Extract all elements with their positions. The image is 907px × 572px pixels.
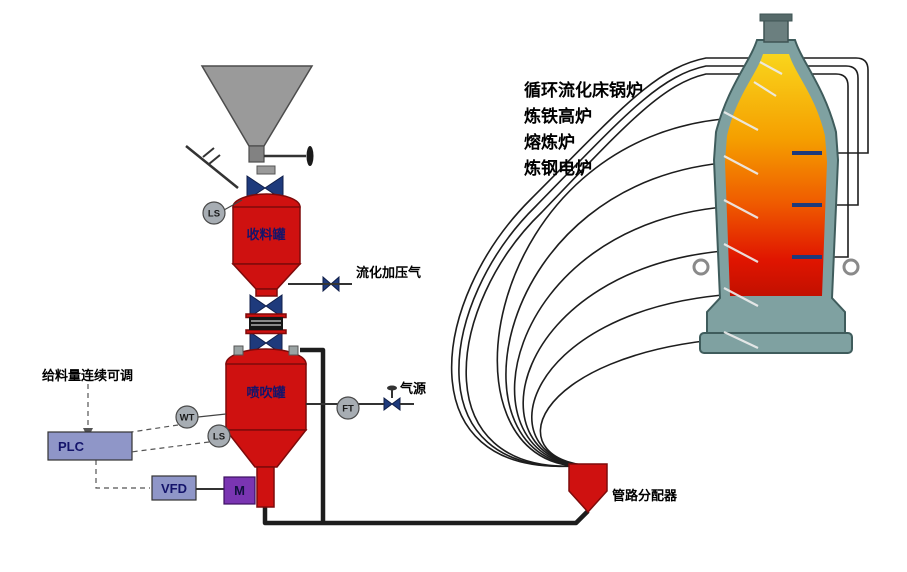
- furnace-chimney-cap: [759, 13, 793, 22]
- distribution-pipe: [458, 65, 859, 467]
- receiving-tank-outlet: [255, 288, 278, 297]
- distribution-pipe: [450, 57, 869, 467]
- expansion-joint-body: [249, 317, 283, 330]
- weight-transmitter-label: WT: [180, 413, 195, 424]
- distribution-pipes: [450, 57, 869, 467]
- plc-box: [47, 431, 133, 461]
- plc-label: PLC: [58, 439, 85, 454]
- trunnion-right-icon: [842, 258, 860, 276]
- injection-lance: [723, 243, 759, 263]
- butterfly-valves: [246, 165, 401, 411]
- control-system: PLC VFD M: [47, 384, 256, 505]
- tank-top-pipe: [300, 347, 326, 523]
- receiving-tank: [231, 193, 302, 335]
- feed-hopper: [185, 65, 314, 189]
- distribution-pipe: [465, 73, 849, 467]
- gas-valve-handle-icon: [387, 385, 397, 391]
- expansion-joint: [249, 317, 283, 330]
- tuyere-bar: [792, 151, 822, 155]
- receiving-tank-label: 收料罐: [246, 227, 285, 242]
- application-item: 循环流化床锅炉: [524, 80, 643, 100]
- conveying-pipes: [262, 347, 590, 526]
- motor-label: M: [234, 483, 245, 498]
- dome-nozzle: [233, 345, 244, 356]
- tuyere-bars: [792, 151, 822, 259]
- lower-valve-icon: [265, 331, 283, 355]
- flow-transmitter: [336, 396, 360, 420]
- distribution-pipe: [496, 117, 737, 467]
- hopper-body: [200, 65, 314, 147]
- weight-transmitter: [175, 405, 199, 429]
- flow-transmitter-label: FT: [342, 404, 354, 415]
- feed-inlet-line: [185, 145, 239, 189]
- handwheel-valve: [264, 146, 314, 166]
- furnace-base: [699, 332, 853, 354]
- gas-source-valve-icon: [383, 397, 393, 411]
- transfer-valve-icon: [265, 294, 283, 318]
- joint-flange: [245, 329, 287, 335]
- application-item: 炼钢电炉: [524, 158, 592, 178]
- gas-source-label: 气源: [400, 381, 426, 396]
- applications-list: 循环流化床锅炉 炼铁高炉 熔炼炉 炼钢电炉: [524, 80, 643, 178]
- wt-to-plc-link: [124, 424, 179, 434]
- distribution-pipe: [505, 161, 737, 467]
- tuyere-bar: [792, 255, 822, 259]
- injection-tank: [224, 348, 308, 508]
- furnace: [692, 13, 860, 354]
- valve-actuator-cap: [256, 165, 276, 175]
- feed-note-label: 给料量连续可调: [42, 368, 133, 383]
- receiving-tank-cone: [231, 263, 302, 290]
- conveying-pipe: [262, 507, 590, 526]
- tuyere-bar: [792, 203, 822, 207]
- application-item: 炼铁高炉: [524, 106, 592, 126]
- application-item: 熔炼炉: [524, 132, 575, 152]
- injection-lance: [723, 111, 759, 131]
- injection-lance: [753, 81, 777, 97]
- receiving-tank-body: [232, 206, 301, 265]
- injection-lance: [723, 287, 759, 307]
- pipeline-distributor: [568, 463, 608, 514]
- injection-lance: [759, 61, 783, 75]
- motor-box: [223, 476, 256, 505]
- level-switch-top-label: LS: [208, 209, 220, 220]
- instruments: LS WT LS FT: [175, 199, 360, 448]
- gas-source-valve-icon: [391, 397, 401, 411]
- furnace-chimney: [763, 17, 789, 43]
- lower-valve-icon: [249, 331, 267, 355]
- handwheel-icon: [306, 146, 314, 166]
- injection-tank-body: [225, 363, 307, 431]
- injection-lance: [723, 331, 759, 349]
- trunnion-left-icon: [692, 258, 710, 276]
- plc-to-vfd-link: [95, 460, 150, 489]
- flange-tick: [208, 154, 221, 165]
- injection-lances: [723, 61, 783, 349]
- instrument-lead: [223, 199, 243, 211]
- furnace-melt: [725, 54, 827, 296]
- distribution-pipe: [539, 337, 737, 467]
- injection-tank-label: 喷吹罐: [246, 385, 285, 400]
- injection-lance: [723, 199, 759, 219]
- level-switch-top: [202, 201, 226, 225]
- injection-tank-cone: [224, 429, 308, 468]
- vfd-box: [151, 475, 197, 501]
- dome-nozzle: [288, 345, 299, 356]
- feed-inlet-pipe: [185, 145, 239, 189]
- distribution-pipe: [522, 249, 737, 467]
- injection-lance: [723, 155, 759, 175]
- level-switch-bottom: [207, 424, 231, 448]
- vfd-label: VFD: [161, 481, 187, 496]
- level-switch-bottom-label: LS: [213, 432, 225, 443]
- rotary-feeder: [256, 466, 275, 508]
- distribution-pipe: [513, 205, 737, 467]
- distributor-label: 管路分配器: [612, 488, 678, 503]
- ls-to-plc-link: [130, 441, 210, 453]
- fluidization-gas-label: 流化加压气: [356, 265, 421, 280]
- flange-tick: [202, 147, 215, 158]
- transfer-valve-icon: [249, 294, 267, 318]
- joint-flange: [245, 313, 287, 319]
- hopper-neck: [248, 145, 265, 163]
- instrument-lead: [197, 413, 227, 418]
